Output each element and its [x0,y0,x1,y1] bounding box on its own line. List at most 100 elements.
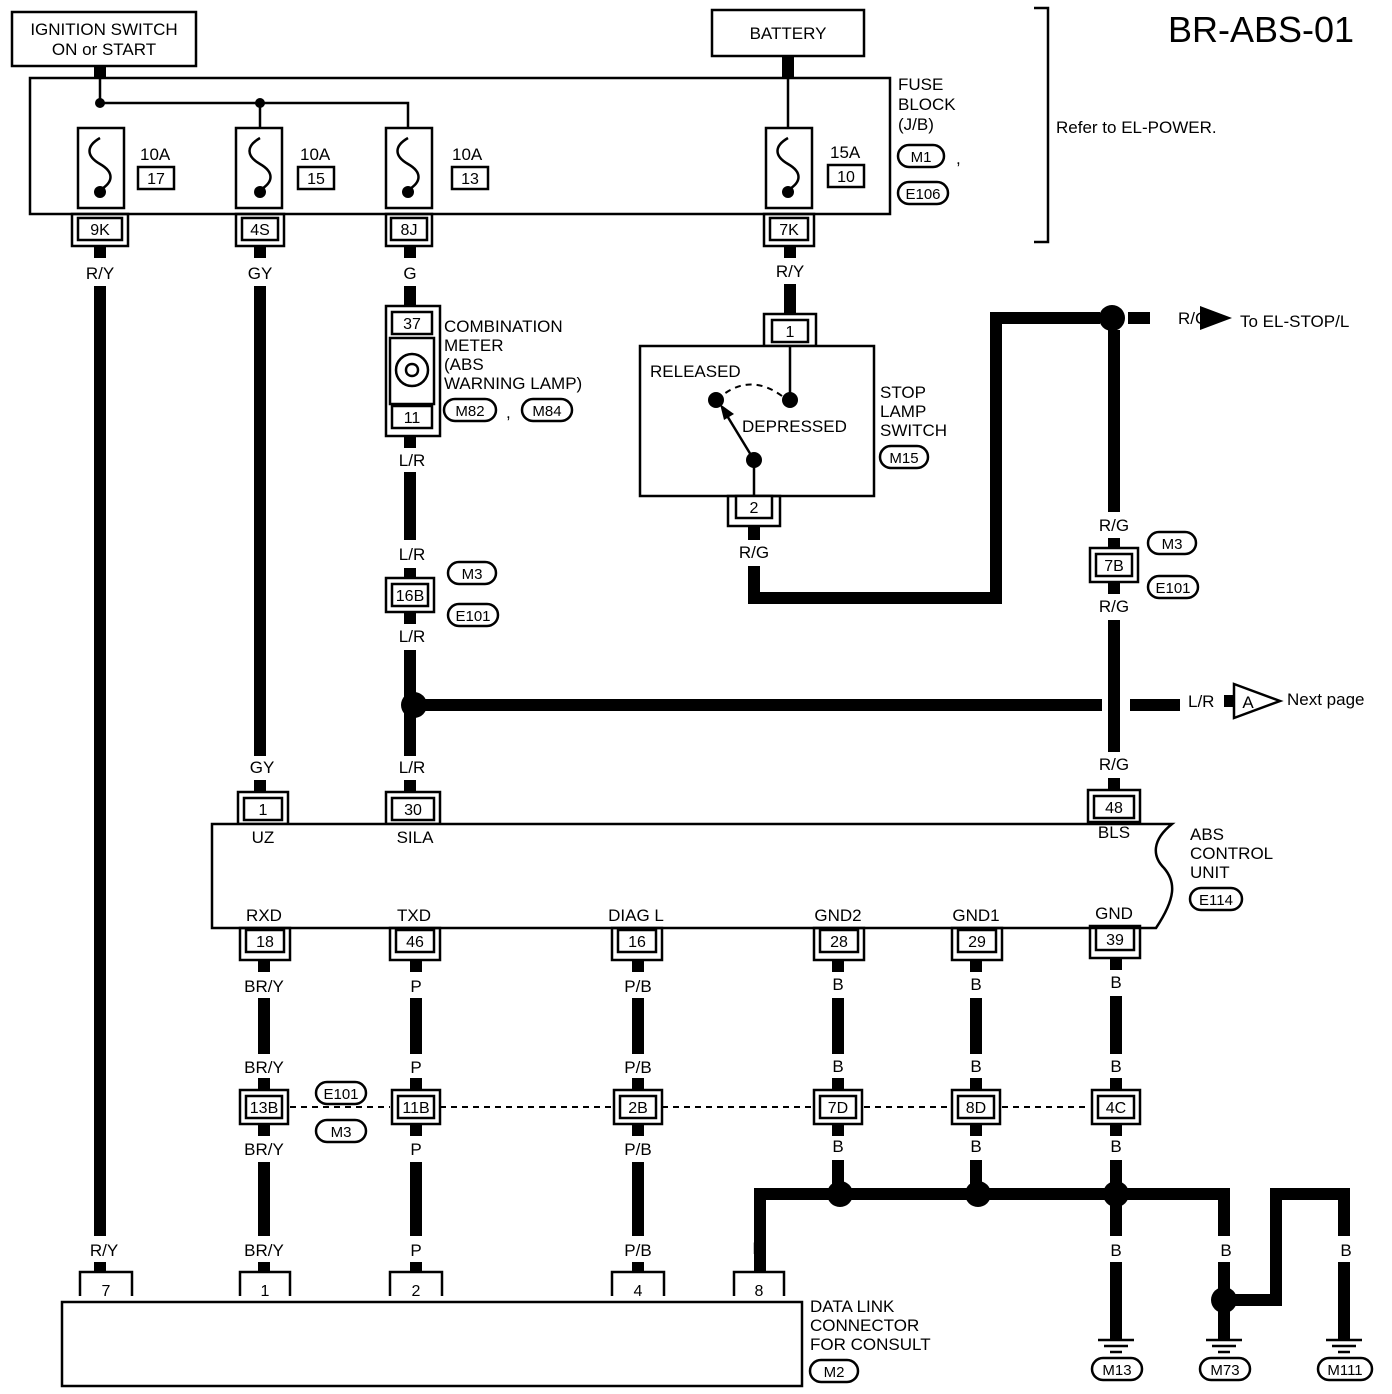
svg-text:E114: E114 [1199,892,1233,909]
to-stop-lamp-arrow-icon [1200,306,1232,330]
svg-text:29: 29 [968,934,986,951]
abs-control-unit-label: ABS CONTROL UNIT E114 [1188,825,1273,912]
svg-text:39: 39 [1106,932,1124,949]
svg-text:P/B: P/B [624,1058,651,1077]
svg-text:B: B [970,1137,981,1156]
svg-text:STOP: STOP [880,383,926,402]
svg-text:4C: 4C [1106,1100,1126,1117]
fuse-17-number: 17 [147,171,165,188]
fuse-13-amps: 10A [452,145,483,164]
svg-text:R/Y: R/Y [90,1241,118,1260]
svg-text:B: B [1220,1241,1231,1260]
svg-text:GND1: GND1 [952,906,999,925]
svg-text:BLS: BLS [1098,823,1130,842]
joint-connector-7b: 7B M3 E101 [1088,530,1200,600]
svg-text:SWITCH: SWITCH [880,421,947,440]
svg-text:GY: GY [248,264,273,283]
battery-box: BATTERY [710,8,866,58]
stop-lamp-switch: 1 RELEASED DEPRESSED 2 [638,312,876,528]
ground-m13: M13 [1090,1338,1144,1382]
fuse-13-number: 13 [461,171,479,188]
splice-lr [401,692,427,718]
fuse-17-amps: 10A [140,145,171,164]
combination-meter: 37 11 [384,304,442,438]
svg-text:(J/B): (J/B) [898,115,934,134]
svg-text:48: 48 [1105,800,1123,817]
refer-el-power: Refer to EL-POWER. [1056,118,1217,137]
svg-text:R/G: R/G [739,543,769,562]
svg-text:TXD: TXD [397,906,431,925]
svg-text:2B: 2B [628,1100,648,1117]
splice-rg [1099,305,1125,331]
svg-text:30: 30 [404,802,422,819]
svg-text:8: 8 [755,1283,764,1300]
svg-text:46: 46 [406,934,424,951]
ground-m73: M73 [1198,1338,1252,1382]
svg-text:7: 7 [102,1283,111,1300]
stop-lamp-switch-label: STOP LAMP SWITCH M15 To EL-STOP/L [878,312,1349,470]
data-link-connector-label: DATA LINK CONNECTOR FOR CONSULT M2 [808,1297,931,1384]
refer-bracket [1034,6,1050,244]
svg-text:16: 16 [628,934,646,951]
depressed-label: DEPRESSED [742,417,847,436]
svg-text:16B: 16B [396,588,424,605]
fuse-17: 10A 17 [76,126,176,210]
svg-text:M82: M82 [455,403,484,420]
ground-m111: M111 [1316,1338,1374,1382]
svg-text:GND2: GND2 [814,906,861,925]
fuse-block-label: FUSE BLOCK (J/B) M1 , E106 [896,75,961,206]
to-el-stop-label: To EL-STOP/L [1240,312,1349,331]
fuse-15-amps: 10A [300,145,331,164]
svg-text:L/R: L/R [1188,692,1214,711]
svg-text:WARNING LAMP): WARNING LAMP) [444,374,582,393]
svg-text:M15: M15 [889,450,918,467]
svg-text:R/G: R/G [1099,597,1129,616]
svg-text:B: B [752,1239,763,1258]
svg-text:L/R: L/R [399,451,425,470]
svg-text:M3: M3 [1162,536,1183,553]
svg-text:M3: M3 [462,566,483,583]
svg-text:8D: 8D [966,1100,986,1117]
meter-pin-37: 37 [403,316,421,333]
svg-text:R/G: R/G [1178,309,1208,328]
abs-control-unit: 1 30 48 UZ SILA BLS RXD TXD DIAG L GND2 … [210,788,1176,962]
fuse-10-number: 10 [837,169,855,186]
wire-color-labels-lower: BR/Y BR/Y BR/Y BR/Y P P P P P/B P/B P/B … [90,973,1352,1260]
svg-text:P: P [410,1058,421,1077]
svg-text:7K: 7K [779,222,799,239]
svg-text:M84: M84 [532,403,561,420]
fuse-10-amps: 15A [830,143,861,162]
svg-text:M73: M73 [1210,1362,1239,1379]
svg-text:7B: 7B [1104,558,1124,575]
svg-text:DATA LINK: DATA LINK [810,1297,895,1316]
battery-label: BATTERY [750,24,827,43]
svg-text:CONNECTOR: CONNECTOR [810,1316,919,1335]
fuse-block-conn-m1: M1 [911,149,932,166]
svg-text:R/G: R/G [1099,516,1129,535]
svg-text:L/R: L/R [399,627,425,646]
svg-text:13B: 13B [250,1100,278,1117]
svg-text:B: B [1110,973,1121,992]
svg-text:E101: E101 [1155,580,1190,597]
svg-text:B: B [832,1057,843,1076]
svg-text:L/R: L/R [399,758,425,777]
svg-text:7D: 7D [828,1100,848,1117]
svg-text:1: 1 [259,802,268,819]
fuse-13: 10A 13 [384,126,490,210]
svg-text:P/B: P/B [624,1241,651,1260]
next-page-marker: A Next page [1232,682,1365,720]
svg-text:P: P [410,1241,421,1260]
svg-text:,: , [956,149,961,168]
svg-text:GND: GND [1095,904,1133,923]
fuse-block-terminals: 9K 4S 8J 7K [70,212,816,248]
svg-text:BLOCK: BLOCK [898,95,956,114]
combination-meter-label: COMBINATION METER (ABS WARNING LAMP) M82… [442,317,582,423]
svg-text:E101: E101 [455,608,490,625]
fuse-15: 10A 15 [234,126,336,210]
svg-text:B: B [832,975,843,994]
svg-text:METER: METER [444,336,504,355]
svg-text:UZ: UZ [252,828,275,847]
stop-switch-pin-1: 1 [786,324,795,341]
svg-text:BR/Y: BR/Y [244,1058,284,1077]
